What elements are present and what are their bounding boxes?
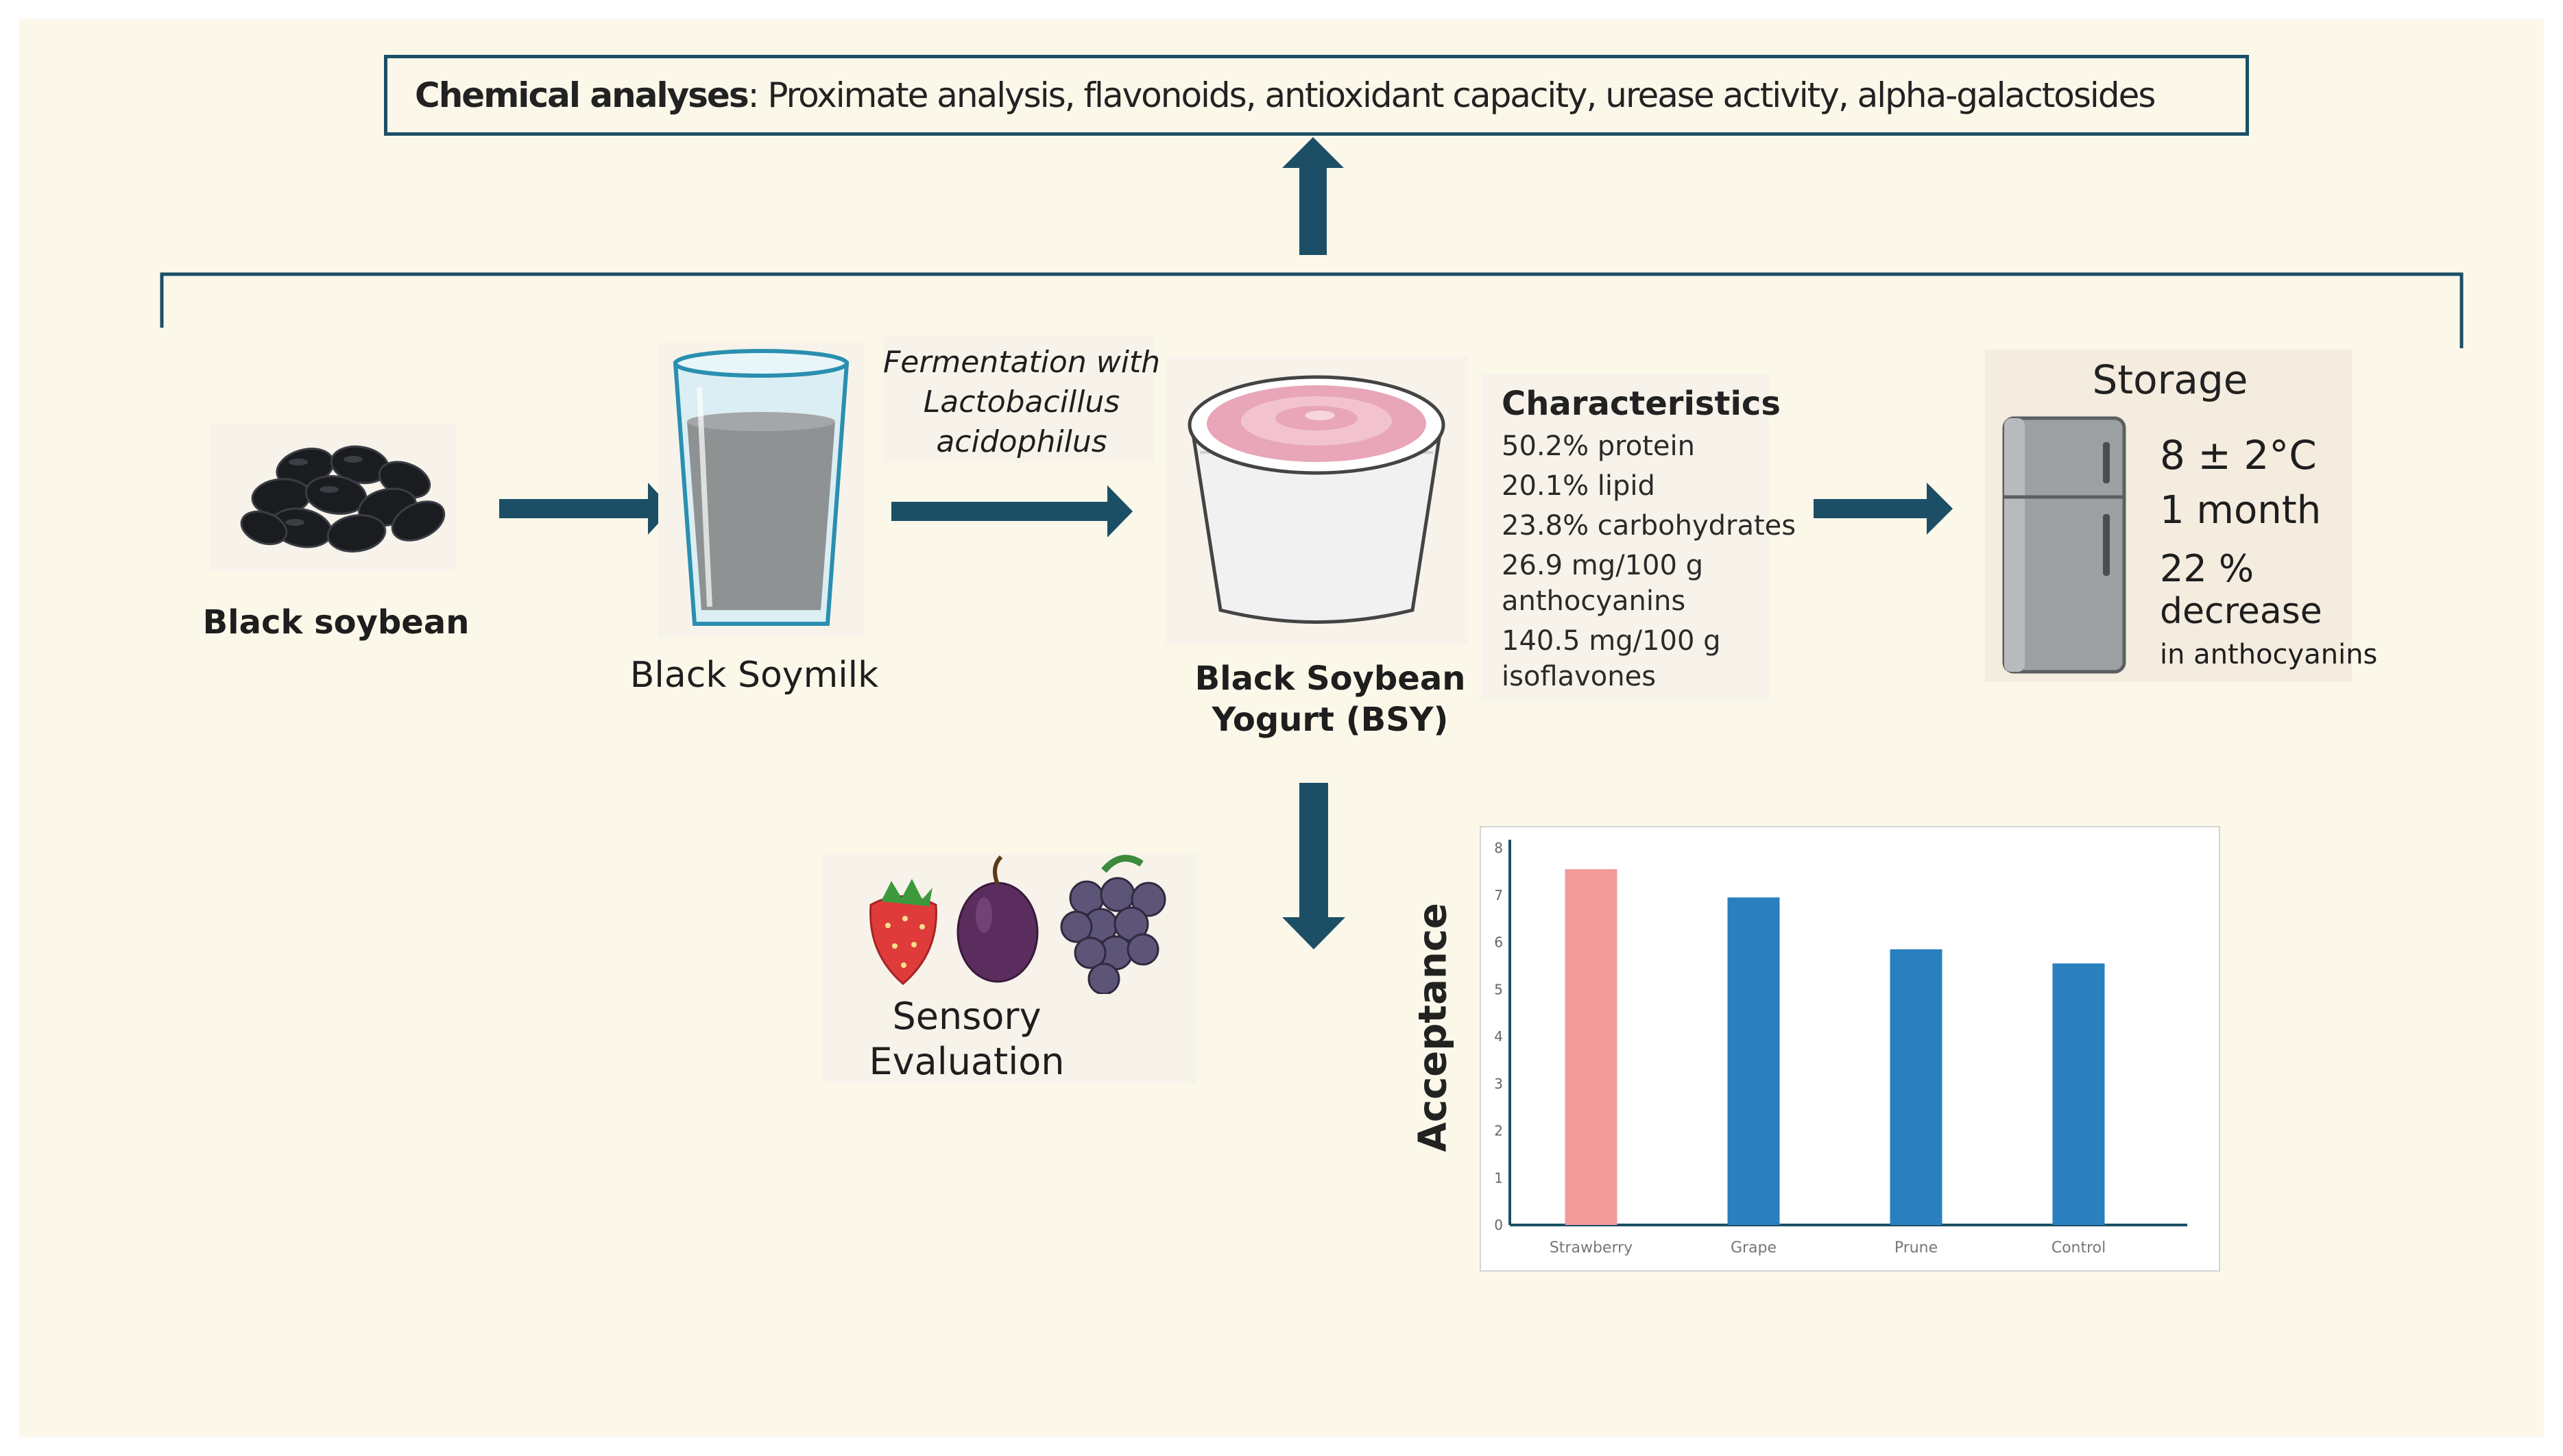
chart-ylabel: Acceptance — [1410, 903, 1456, 1152]
yogurt-line-1: Black Soybean — [1194, 659, 1466, 698]
fermentation-line-2: Lactobacillus — [923, 385, 1120, 420]
bracket-line — [160, 272, 2464, 348]
chemical-analyses-box: Chemical analyses: Proximate analysis, f… — [384, 55, 2249, 136]
bar-control — [2052, 963, 2105, 1225]
refrigerator-icon — [2002, 416, 2126, 674]
fermentation-line-3: acidophilus — [936, 424, 1107, 459]
grapes-icon — [1060, 855, 1166, 994]
arrow-to-storage — [1814, 483, 1953, 535]
soymilk-glass-icon — [673, 349, 850, 626]
characteristics-title: Characteristics — [1502, 385, 1781, 423]
bar-prune — [1890, 949, 1942, 1225]
characteristic-isoflavone-label: isoflavones — [1502, 661, 1657, 692]
yogurt-line-2: Yogurt (BSY) — [1212, 701, 1449, 739]
plum-icon — [956, 855, 1039, 983]
analyses-list: : Proximate analysis, flavonoids, antiox… — [747, 75, 2156, 115]
up-arrow — [1282, 137, 1344, 255]
characteristic-carbohydrates: 23.8% carbohydrates — [1502, 510, 1796, 542]
analyses-lead: Chemical analyses — [415, 75, 749, 115]
y-tick-label: 2 — [1494, 1123, 1503, 1139]
characteristics-tile — [1481, 374, 1769, 703]
bar-strawberry — [1565, 869, 1617, 1225]
y-tick-label: 1 — [1494, 1169, 1503, 1186]
characteristic-anthocyanin-label: anthocyanins — [1502, 585, 1686, 617]
y-tick-label: 7 — [1494, 887, 1503, 903]
bar-grape — [1727, 897, 1780, 1225]
fermentation-label: Fermentation with Lactobacillus acidophi… — [871, 343, 1172, 462]
storage-note: in anthocyanins — [2160, 639, 2378, 670]
y-tick-label: 8 — [1494, 840, 1503, 856]
yogurt-label: Black Soybean Yogurt (BSY) — [1166, 658, 1495, 740]
x-tick-label: Prune — [1894, 1239, 1938, 1257]
storage-decrease-word: decrease — [2160, 591, 2322, 632]
strawberry-icon — [869, 879, 937, 985]
y-tick-label: 4 — [1494, 1028, 1503, 1045]
x-tick-label: Control — [2051, 1239, 2106, 1257]
storage-temperature: 8 ± 2°C — [2160, 432, 2317, 478]
fermentation-tile — [883, 336, 1155, 463]
y-tick-label: 5 — [1494, 981, 1503, 997]
characteristics-list: Characteristics 50.2% protein 20.1% lipi… — [1502, 384, 1796, 696]
y-tick-label: 6 — [1494, 934, 1503, 951]
fruits-icon — [869, 855, 1166, 994]
storage-decrease-pct: 22 % — [2160, 547, 2254, 590]
down-arrow — [1282, 783, 1345, 949]
y-tick-label: 3 — [1494, 1076, 1503, 1092]
characteristic-protein: 50.2% protein — [1502, 430, 1695, 462]
characteristic-lipid: 20.1% lipid — [1502, 470, 1655, 502]
y-tick-label: 0 — [1494, 1217, 1503, 1233]
sensory-line-2: Evaluation — [869, 1040, 1065, 1083]
sensory-line-1: Sensory — [892, 995, 1042, 1038]
sensory-label: Sensory Evaluation — [823, 994, 1111, 1084]
x-tick-label: Grape — [1731, 1239, 1777, 1257]
characteristic-isoflavone-value: 140.5 mg/100 g — [1502, 625, 1721, 657]
storage-title: Storage — [2092, 356, 2248, 403]
x-tick-label: Strawberry — [1550, 1239, 1633, 1257]
soybean-label: Black soybean — [202, 603, 470, 642]
storage-duration: 1 month — [2160, 488, 2322, 533]
fermentation-line-1: Fermentation with — [882, 345, 1161, 380]
characteristic-anthocyanin-value: 26.9 mg/100 g — [1502, 550, 1704, 581]
yogurt-cup-icon — [1188, 375, 1445, 624]
arrow-soybean-soymilk — [499, 483, 672, 535]
arrow-soymilk-yogurt — [891, 485, 1133, 537]
soymilk-label: Black Soymilk — [629, 655, 879, 696]
black-soybeans-icon — [240, 445, 446, 553]
